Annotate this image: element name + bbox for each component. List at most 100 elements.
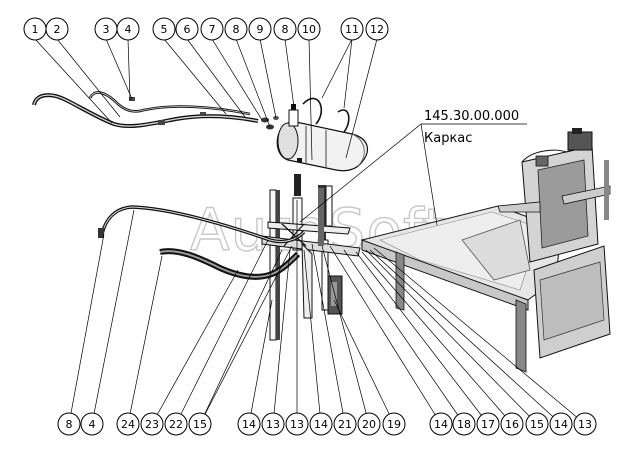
callout-number: 13 <box>290 418 304 431</box>
callout-22: 22 <box>164 412 188 436</box>
callout-circle <box>549 412 573 436</box>
callout-14: 14 <box>237 412 261 436</box>
left-hose-assembly <box>98 205 306 280</box>
callout-number: 14 <box>242 418 256 431</box>
callout-14: 14 <box>309 412 333 436</box>
callout-15: 15 <box>188 412 212 436</box>
callout-number: 4 <box>125 23 132 36</box>
callout-number: 2 <box>54 23 61 36</box>
callout-number: 7 <box>209 23 216 36</box>
callout-number: 11 <box>345 23 359 36</box>
callout-13: 13 <box>285 412 309 436</box>
callout-number: 15 <box>193 418 207 431</box>
callout-number: 10 <box>302 23 316 36</box>
callout-circle <box>237 412 261 436</box>
callout-circle <box>152 17 176 41</box>
callout-circle <box>297 17 321 41</box>
callout-circle <box>525 412 549 436</box>
callout-number: 13 <box>578 418 592 431</box>
callout-number: 16 <box>505 418 519 431</box>
callout-circle <box>429 412 453 436</box>
callout-number: 8 <box>66 418 73 431</box>
callout-4: 4 <box>80 412 104 436</box>
callout-number: 6 <box>184 23 191 36</box>
callout-1: 1 <box>23 17 47 41</box>
upper-hose-assembly <box>32 91 279 130</box>
callout-circle <box>365 17 389 41</box>
air-receiver <box>276 97 369 172</box>
callout-6: 6 <box>175 17 199 41</box>
callout-3: 3 <box>94 17 118 41</box>
callout-number: 23 <box>145 418 159 431</box>
callout-number: 14 <box>434 418 448 431</box>
callout-circle <box>382 412 406 436</box>
callout-circle <box>224 17 248 41</box>
callout-4: 4 <box>116 17 140 41</box>
callout-circle <box>309 412 333 436</box>
callout-number: 3 <box>103 23 110 36</box>
callout-circle <box>573 412 597 436</box>
callout-number: 4 <box>89 418 96 431</box>
callout-7: 7 <box>200 17 224 41</box>
assembly-caption: Каркас <box>424 131 472 146</box>
callout-circle <box>45 17 69 41</box>
leader-lines <box>34 38 586 425</box>
callout-14: 14 <box>429 412 453 436</box>
callout-circle <box>357 412 381 436</box>
callout-number: 18 <box>457 418 471 431</box>
callout-20: 20 <box>357 412 381 436</box>
callout-21: 21 <box>333 412 357 436</box>
callout-8: 8 <box>57 412 81 436</box>
front-frame <box>261 188 361 341</box>
callout-circle <box>116 412 140 436</box>
callout-12: 12 <box>365 17 389 41</box>
callout-8: 8 <box>224 17 248 41</box>
callout-circle <box>340 17 364 41</box>
callout-number: 15 <box>530 418 544 431</box>
callout-circle <box>285 412 309 436</box>
callout-5: 5 <box>152 17 176 41</box>
callout-number: 17 <box>481 418 495 431</box>
callout-circle <box>500 412 524 436</box>
callout-circle <box>261 412 285 436</box>
callout-2: 2 <box>45 17 69 41</box>
callout-circle <box>80 412 104 436</box>
callout-number: 1 <box>32 23 39 36</box>
callout-number: 14 <box>314 418 328 431</box>
callout-13: 13 <box>261 412 285 436</box>
callout-19: 19 <box>382 412 406 436</box>
callout-circle <box>116 17 140 41</box>
callout-number: 5 <box>161 23 168 36</box>
callout-17: 17 <box>476 412 500 436</box>
callout-15: 15 <box>525 412 549 436</box>
callout-number: 14 <box>554 418 568 431</box>
callout-16: 16 <box>500 412 524 436</box>
callout-number: 20 <box>362 418 376 431</box>
callout-number: 19 <box>387 418 401 431</box>
callout-8: 8 <box>273 17 297 41</box>
callout-number: 8 <box>282 23 289 36</box>
callout-10: 10 <box>297 17 321 41</box>
callout-circle <box>248 17 272 41</box>
callout-number: 12 <box>370 23 384 36</box>
callouts-bottom: 8 4 24 23 22 15 14 13 13 14 21 20 19 14 18 17 16 15 14 13 <box>57 412 597 436</box>
assembly-code: 145.30.00.000 <box>424 109 519 124</box>
callout-23: 23 <box>140 412 164 436</box>
callout-number: 13 <box>266 418 280 431</box>
callout-14: 14 <box>549 412 573 436</box>
callout-circle <box>200 17 224 41</box>
callout-circle <box>175 17 199 41</box>
callout-circle <box>452 412 476 436</box>
callout-18: 18 <box>452 412 476 436</box>
callout-number: 24 <box>121 418 135 431</box>
callout-13: 13 <box>573 412 597 436</box>
callout-circle <box>476 412 500 436</box>
callout-number: 21 <box>338 418 352 431</box>
callout-circle <box>164 412 188 436</box>
callout-9: 9 <box>248 17 272 41</box>
callout-number: 9 <box>257 23 264 36</box>
callout-11: 11 <box>340 17 364 41</box>
